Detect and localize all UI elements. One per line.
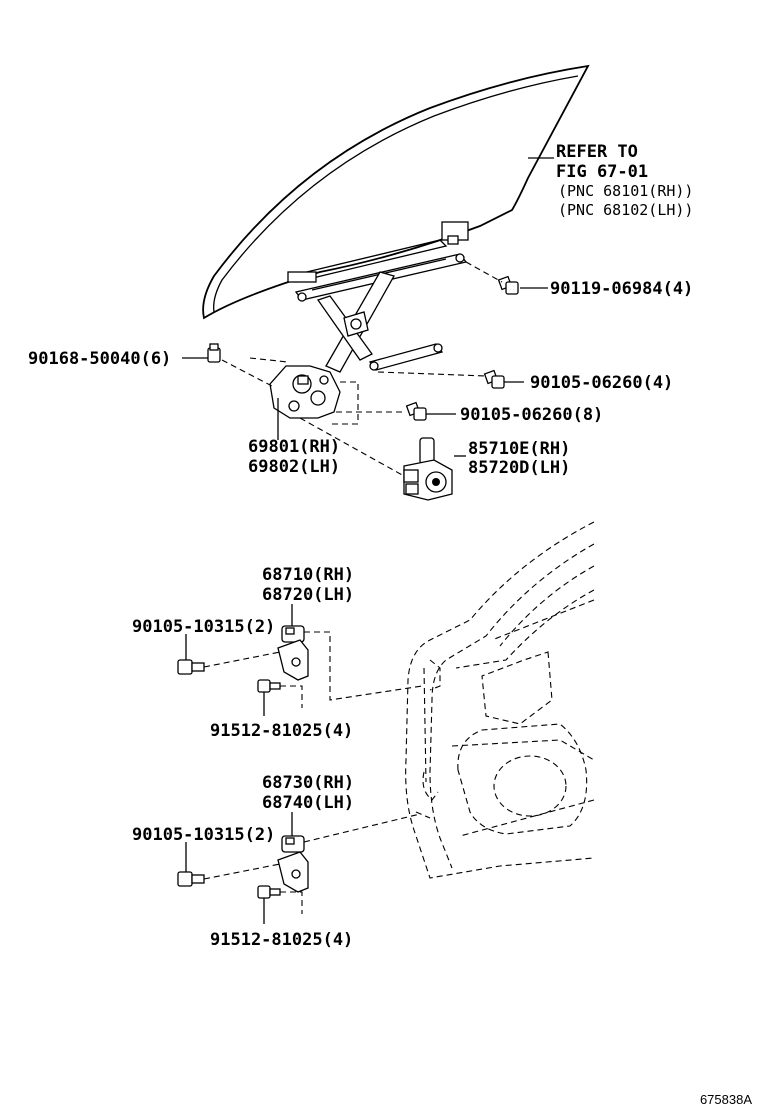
part-number-motor-lh[interactable]: 85720D(LH) xyxy=(468,458,570,478)
assembly-lines-lower xyxy=(203,631,423,914)
part-number-upper-hinge-lh[interactable]: 68720(LH) xyxy=(262,585,354,605)
lower-hinge-bolt[interactable] xyxy=(177,871,205,887)
regulator-lower-rail[interactable] xyxy=(368,343,444,371)
refer-to-label: REFER TO xyxy=(556,142,638,162)
part-number-upper-hinge-bolt[interactable]: 90105-10315(2) xyxy=(132,617,275,637)
part-number-upper-hinge-rh[interactable]: 68710(RH) xyxy=(262,565,354,585)
upper-hinge[interactable] xyxy=(277,625,309,681)
bolt-90105-b[interactable] xyxy=(405,401,427,421)
bolt-90168[interactable] xyxy=(207,343,221,363)
part-number-lower-hinge-lh[interactable]: 68740(LH) xyxy=(262,793,354,813)
bolt-90119[interactable] xyxy=(497,275,519,295)
regulator-arms[interactable] xyxy=(316,271,395,373)
figure-id: 675838A xyxy=(700,1092,752,1107)
part-number-90168[interactable]: 90168-50040(6) xyxy=(28,349,171,369)
upper-hinge-screw[interactable] xyxy=(257,679,281,693)
lower-hinge-screw[interactable] xyxy=(257,885,281,899)
door-glass[interactable] xyxy=(202,64,590,320)
assembly-lines-upper xyxy=(221,261,503,477)
leader-lines-lower xyxy=(185,604,293,924)
upper-hinge-bolt[interactable] xyxy=(177,659,205,675)
part-number-90105-b[interactable]: 90105-06260(8) xyxy=(460,405,603,425)
part-number-90119[interactable]: 90119-06984(4) xyxy=(550,279,693,299)
part-number-upper-hinge-screw[interactable]: 91512-81025(4) xyxy=(210,721,353,741)
part-number-lower-hinge-bolt[interactable]: 90105-10315(2) xyxy=(132,825,275,845)
refer-pnc-lh-label: (PNC 68102(LH)) xyxy=(558,201,693,219)
bolt-90105-a[interactable] xyxy=(483,369,505,389)
regulator-base-plate[interactable] xyxy=(269,365,341,419)
window-motor[interactable] xyxy=(403,437,453,501)
part-number-lower-hinge-screw[interactable]: 91512-81025(4) xyxy=(210,930,353,950)
part-number-motor-rh[interactable]: 85710E(RH) xyxy=(468,439,570,459)
part-number-regulator-rh[interactable]: 69801(RH) xyxy=(248,437,340,457)
door-frame xyxy=(405,521,595,879)
refer-pnc-rh-label: (PNC 68101(RH)) xyxy=(558,182,693,200)
leader-lines-upper xyxy=(182,157,554,457)
lower-hinge[interactable] xyxy=(277,835,309,893)
part-number-lower-hinge-rh[interactable]: 68730(RH) xyxy=(262,773,354,793)
part-number-90105-a[interactable]: 90105-06260(4) xyxy=(530,373,673,393)
part-number-regulator-lh[interactable]: 69802(LH) xyxy=(248,457,340,477)
refer-fig-label: FIG 67-01 xyxy=(556,162,648,182)
